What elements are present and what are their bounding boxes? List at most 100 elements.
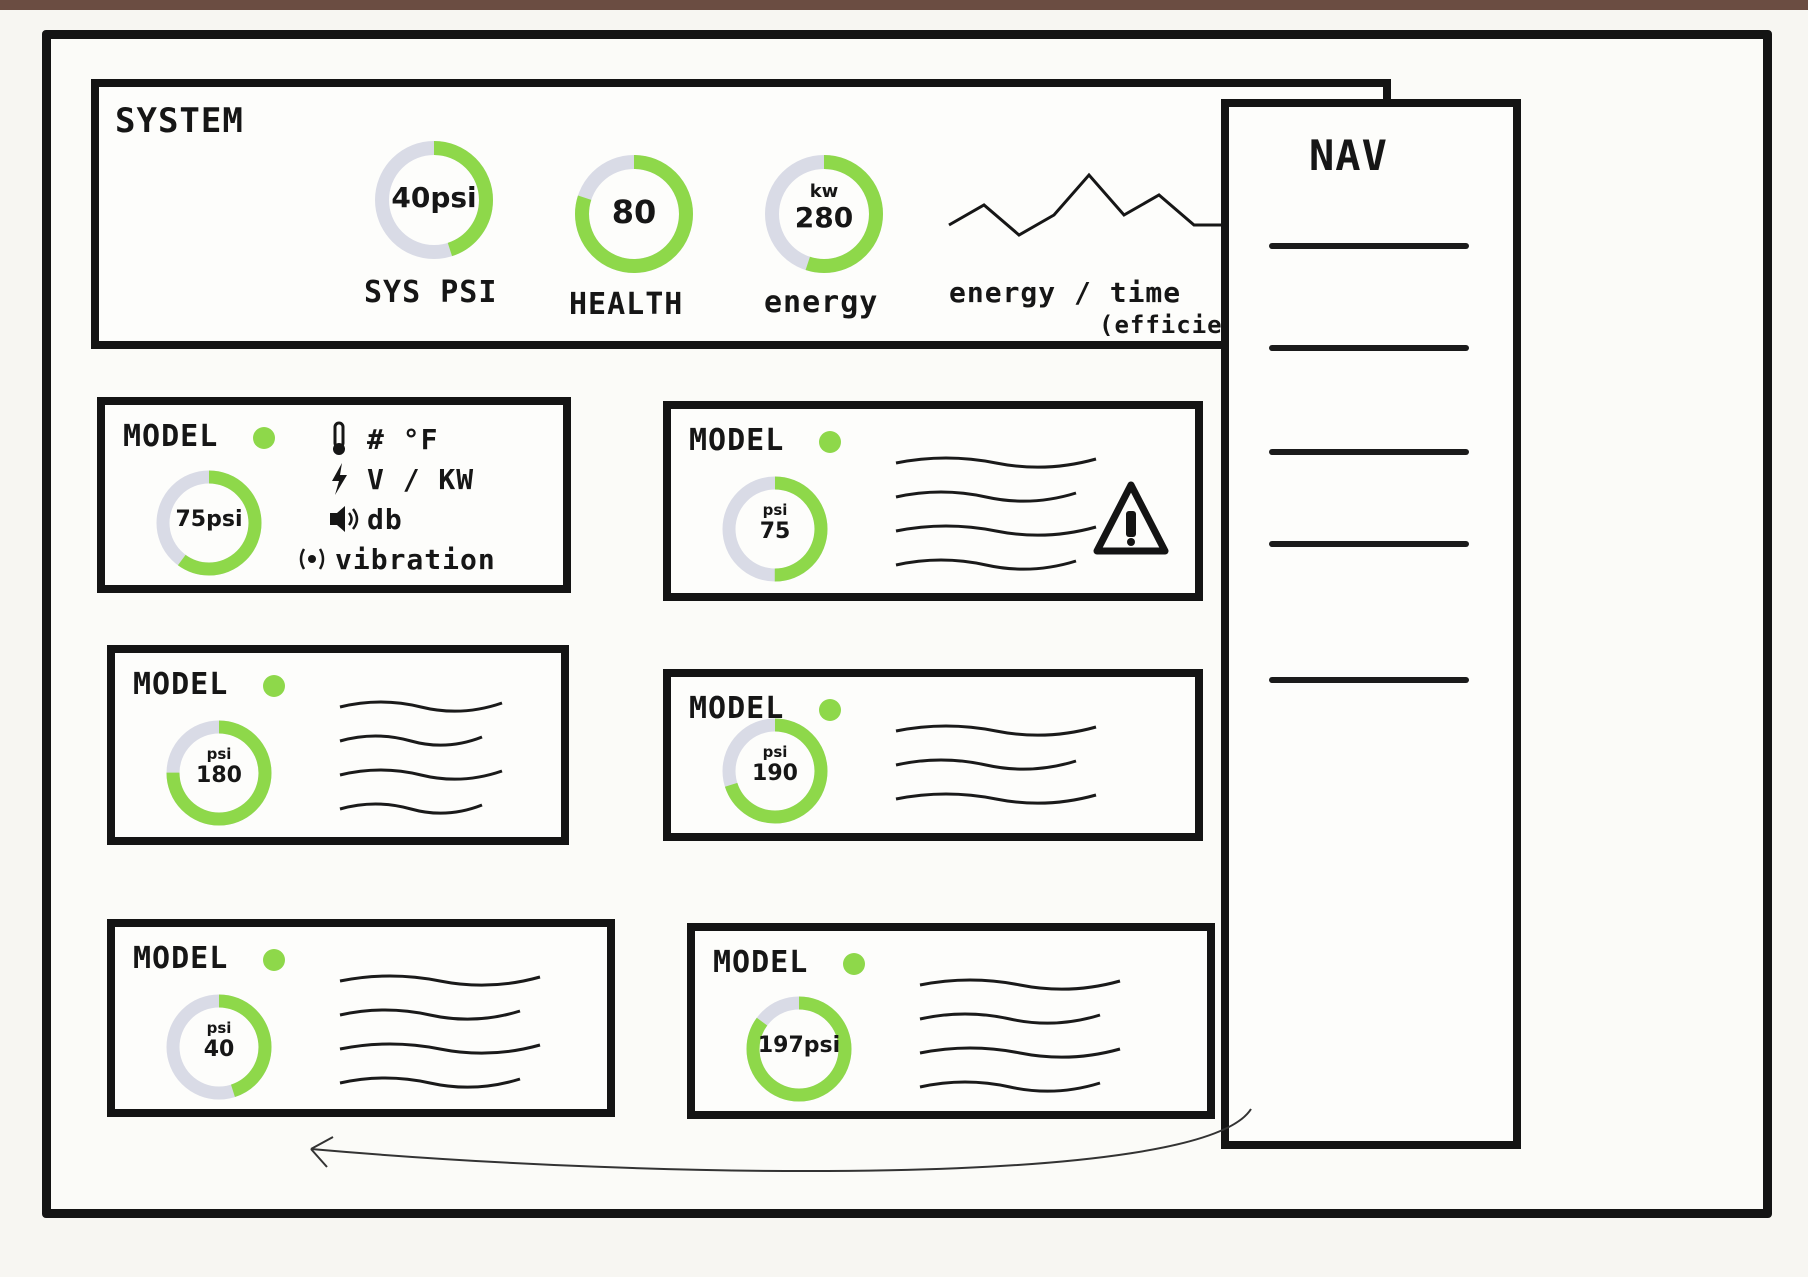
placeholder-text-line	[339, 802, 483, 815]
nav-panel: NAV	[1221, 99, 1521, 1149]
energy-label: energy	[764, 285, 879, 320]
status-dot	[819, 699, 841, 721]
placeholder-text-line	[919, 1012, 1101, 1025]
nav-item-line	[1269, 345, 1469, 351]
model-gauge-ring	[722, 476, 828, 582]
placeholder-text-line	[339, 734, 483, 747]
placeholder-text-line	[339, 1042, 541, 1055]
model-gauge: psi 75	[717, 471, 833, 587]
placeholder-text-line	[919, 1080, 1101, 1093]
metric-lightning: V / KW	[327, 461, 474, 497]
energy-ring	[765, 155, 883, 273]
model-card[interactable]: MODEL psi 75	[663, 401, 1203, 601]
metric-vibration: vibration	[295, 541, 496, 577]
metric-label: db	[367, 502, 403, 536]
model-gauge-unit: psi	[206, 745, 232, 763]
placeholder-text-line	[895, 490, 1077, 503]
energy-unit: kw	[809, 181, 839, 202]
model-gauge-ring	[746, 996, 852, 1102]
model-gauge-unit: psi	[206, 1019, 232, 1037]
system-title: SYSTEM	[115, 101, 244, 141]
model-title: MODEL	[133, 941, 229, 976]
energy-time-sparkline	[948, 172, 1229, 237]
model-gauge: 75psi	[151, 465, 267, 581]
placeholder-text-line	[895, 456, 1097, 469]
model-gauge: psi 180	[161, 715, 277, 831]
model-title: MODEL	[123, 419, 219, 454]
placeholder-text-line	[339, 700, 503, 713]
warning-icon	[1093, 481, 1169, 555]
model-card[interactable]: MODEL psi 190	[663, 669, 1203, 841]
status-dot	[819, 431, 841, 453]
placeholder-text-lines	[895, 456, 1097, 571]
nav-item-line	[1269, 243, 1469, 249]
metric-thermometer: # °F	[327, 421, 438, 457]
placeholder-text-lines	[895, 724, 1097, 805]
nav-item-line	[1269, 449, 1469, 455]
sys-psi-gauge: 40psi	[369, 135, 499, 265]
placeholder-text-line	[919, 978, 1121, 991]
table-edge	[0, 0, 1808, 10]
placeholder-text-line	[895, 558, 1077, 571]
model-gauge-value: 75psi	[175, 507, 243, 532]
system-panel: SYSTEM 40psi SYS PSI 80 HEALTH kw 280	[91, 79, 1391, 349]
nav-item-line	[1269, 677, 1469, 683]
status-dot	[263, 949, 285, 971]
status-dot	[843, 953, 865, 975]
nav-item-1[interactable]	[1269, 233, 1469, 259]
placeholder-text-line	[919, 1046, 1121, 1059]
model-title: MODEL	[713, 945, 809, 980]
status-dot	[263, 675, 285, 697]
model-card[interactable]: MODEL psi 180	[107, 645, 569, 845]
status-dot	[253, 427, 275, 449]
model-card[interactable]: MODEL psi 40	[107, 919, 615, 1117]
energy-value: 280	[794, 201, 854, 234]
model-gauge-value: 75	[759, 519, 791, 544]
speaker-icon	[327, 501, 359, 537]
model-gauge-unit: psi	[762, 501, 788, 519]
health-label: HEALTH	[569, 287, 684, 322]
model-card[interactable]: MODEL 197psi	[687, 923, 1215, 1119]
thermometer-icon	[327, 421, 359, 457]
energy-gauge: kw 280	[759, 149, 889, 279]
placeholder-text-line	[895, 524, 1097, 537]
model-gauge-ring	[166, 994, 272, 1100]
nav-item-3[interactable]	[1269, 439, 1469, 465]
placeholder-text-line	[339, 974, 541, 987]
placeholder-text-line	[895, 792, 1097, 805]
model-title: MODEL	[689, 423, 785, 458]
model-title: MODEL	[133, 667, 229, 702]
model-gauge-unit: psi	[762, 743, 788, 761]
lightning-icon	[327, 461, 359, 497]
placeholder-text-line	[895, 724, 1097, 737]
model-gauge: psi 190	[717, 713, 833, 829]
nav-item-4[interactable]	[1269, 531, 1469, 557]
model-gauge-ring	[156, 470, 262, 576]
screen-frame: SYSTEM 40psi SYS PSI 80 HEALTH kw 280	[42, 30, 1772, 1218]
sys-psi-ring	[375, 141, 493, 259]
nav-item-line	[1269, 541, 1469, 547]
model-gauge: psi 40	[161, 989, 277, 1105]
health-value: 80	[611, 193, 657, 231]
model-gauge-ring	[166, 720, 272, 826]
nav-item-5[interactable]	[1269, 667, 1469, 693]
sys-psi-label: SYS PSI	[364, 275, 498, 310]
model-card[interactable]: MODEL 75psi # °F V / KW db vibration	[97, 397, 571, 593]
model-gauge-value: 190	[752, 761, 798, 786]
model-gauge-value: 197psi	[757, 1033, 841, 1058]
metric-speaker: db	[327, 501, 403, 537]
nav-title: NAV	[1309, 131, 1388, 180]
model-gauge-value: 40	[203, 1037, 235, 1062]
placeholder-text-line	[339, 768, 503, 781]
model-gauge-value: 180	[196, 763, 242, 788]
metric-label: V / KW	[367, 462, 475, 496]
energy-time-label: energy / time	[949, 276, 1182, 309]
health-gauge: 80	[569, 149, 699, 279]
model-gauge: 197psi	[741, 991, 857, 1107]
placeholder-text-lines	[339, 974, 541, 1089]
sys-psi-value: 40psi	[391, 181, 477, 214]
placeholder-text-line	[339, 1008, 521, 1021]
nav-item-2[interactable]	[1269, 335, 1469, 361]
placeholder-text-lines	[339, 700, 503, 815]
placeholder-text-lines	[919, 978, 1121, 1093]
